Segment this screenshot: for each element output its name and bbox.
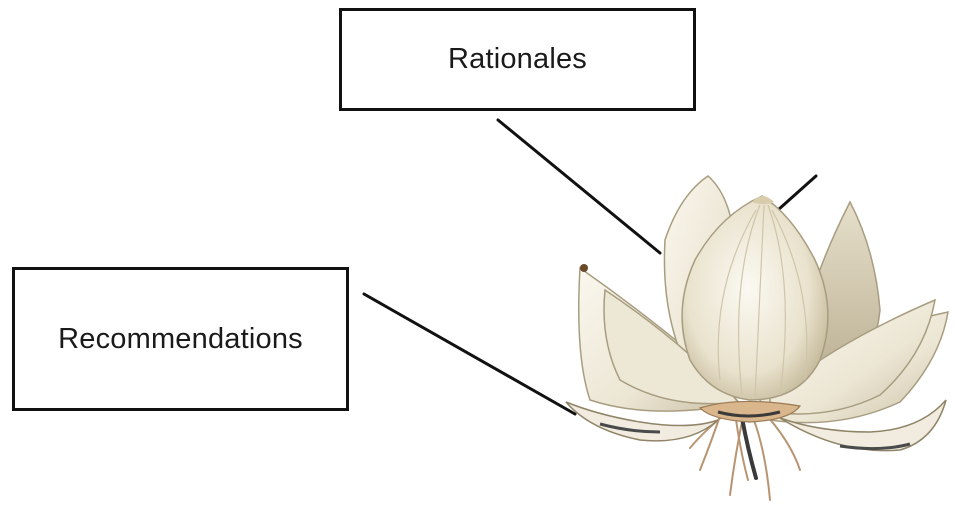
petal-tip-dot [580, 264, 588, 272]
recommendations-label: Recommendations [58, 323, 303, 356]
recommendations-box: Recommendations [12, 267, 349, 411]
root-strand-dark [742, 418, 756, 478]
onion-core-tip [752, 196, 774, 204]
rationales-label: Rationales [448, 43, 587, 76]
connector-line-recommendations [364, 294, 575, 414]
rationales-box: Rationales [339, 8, 696, 111]
connector-line-rationales [498, 120, 660, 253]
